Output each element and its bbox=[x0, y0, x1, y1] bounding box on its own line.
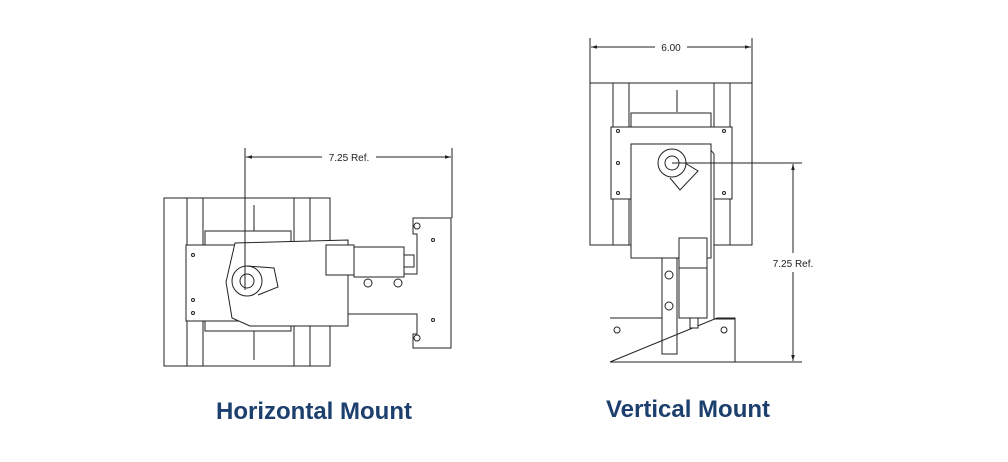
horizontal-mount-title: Horizontal Mount bbox=[216, 398, 412, 425]
vertical-dimension-label: 7.25 Ref. bbox=[773, 259, 814, 270]
horizontal-mount-drawing bbox=[163, 148, 453, 367]
vertical-width-label: 6.00 bbox=[661, 43, 681, 54]
vertical-mount-drawing bbox=[589, 38, 802, 363]
horizontal-dimension-label: 7.25 Ref. bbox=[329, 153, 370, 164]
vertical-mount-title: Vertical Mount bbox=[605, 396, 771, 423]
